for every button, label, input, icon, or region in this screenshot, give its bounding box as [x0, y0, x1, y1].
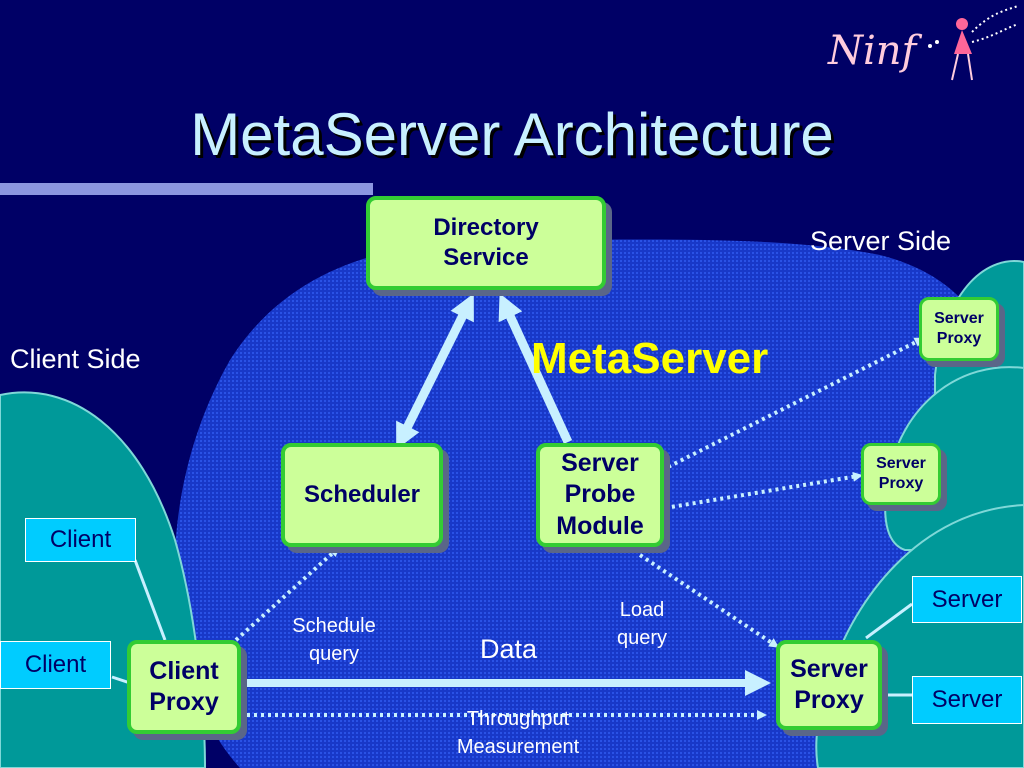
metaserver-label: MetaServer: [531, 334, 769, 383]
directory-service-label: Directory Service: [433, 214, 539, 271]
client-bottom-box: Client: [0, 641, 111, 689]
arrow-scheduler-directory: [396, 293, 474, 450]
client-bottom-label: Client: [24, 651, 87, 678]
server-proxy-top-node: Server Proxy: [919, 297, 999, 361]
scheduler-label: Scheduler: [303, 481, 421, 508]
data-label: Data: [480, 634, 538, 664]
server-proxy-main-node: Server Proxy: [776, 640, 882, 730]
line-client-top-proxy: [133, 559, 167, 641]
server-proxy-top-label: Server Proxy: [934, 310, 984, 347]
client-proxy-node: Client Proxy: [127, 640, 241, 734]
load-query-label: Load query: [616, 599, 668, 649]
arrow-load-query: [638, 553, 780, 648]
server-proxy-main-label: Server Proxy: [790, 654, 868, 714]
arrow-probe-directory: [498, 293, 573, 444]
server-proxy-mid-label: Server Proxy: [876, 455, 926, 492]
arrow-schedule-query: [234, 546, 340, 642]
client-proxy-label: Client Proxy: [149, 656, 219, 716]
arrow-probe-proxy-mid: [664, 471, 863, 510]
ninf-fairy-logo-icon: Ninf: [827, 5, 1019, 81]
server-top-box: Server: [912, 576, 1022, 623]
title-underline: [0, 183, 373, 195]
throughput-measurement-label: Throughput Measurement: [456, 708, 580, 758]
scheduler-node: Scheduler: [281, 443, 443, 547]
directory-service-node: Directory Service: [366, 196, 606, 290]
schedule-query-label: Schedule query: [292, 615, 376, 665]
server-top-label: Server: [931, 585, 1003, 613]
client-top-label: Client: [49, 526, 112, 553]
server-probe-module-node: Server Probe Module: [536, 443, 664, 547]
server-probe-module-label: Server Probe Module: [556, 449, 644, 540]
line-proxy-server-top: [865, 602, 913, 640]
client-top-box: Client: [25, 518, 136, 562]
server-proxy-mid-node: Server Proxy: [861, 443, 941, 505]
client-side-label: Client Side: [10, 344, 141, 374]
server-side-label: Server Side: [810, 226, 952, 256]
arrow-probe-proxy-top: [661, 337, 925, 472]
page-title: MetaServer Architecture: [190, 101, 834, 168]
server-bottom-label: Server: [931, 686, 1003, 713]
logo-text: Ninf: [827, 28, 923, 74]
server-bottom-box: Server: [912, 676, 1022, 724]
